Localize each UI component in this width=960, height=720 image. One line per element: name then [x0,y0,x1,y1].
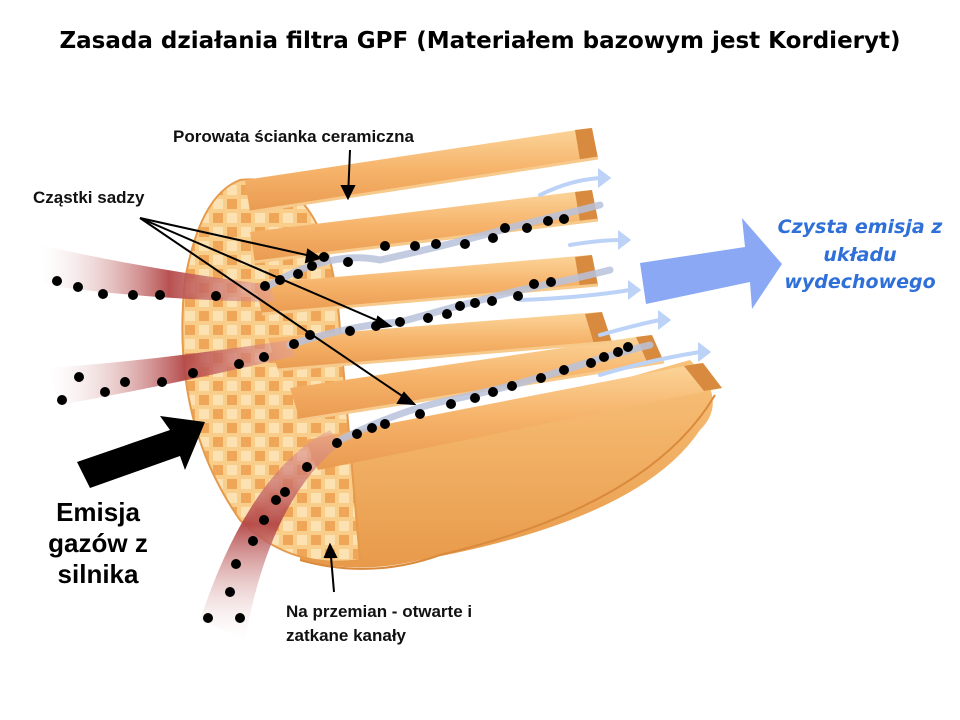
label-clean-line1: Czysta emisja z [777,216,943,238]
page-title: Zasada działania filtra GPF (Materiałem … [59,28,901,54]
label-channels: Na przemian - otwarte i zatkane kanały [286,600,546,648]
label-engine-line3: silnika [57,559,139,590]
filter-cylinder-body [300,360,713,568]
label-clean-line3: wydechowego [784,271,936,294]
soot-particles [52,214,633,623]
engine-emission-arrow [77,416,205,488]
label-clean-line2: układu [823,243,897,266]
label-engine-emission: Emisja gazów z silnika [28,497,168,591]
exhaust-streams [40,245,340,640]
label-channels-line1: Na przemian - otwarte i [286,602,473,621]
label-channels-line2: zatkane kanały [286,625,407,645]
label-porous-wall: Porowata ścianka ceramiczna [173,127,414,146]
clean-emission-arrow [640,218,782,309]
pointer-lines [139,149,417,593]
clean-flow-arrows [518,168,712,377]
filter-channels [245,128,722,470]
label-clean-emission: Czysta emisja z układu wydechowego [760,214,960,297]
label-engine-line1: Emisja [56,497,140,527]
label-soot-particles: Cząstki sadzy [33,188,145,207]
label-engine-line2: gazów z [48,528,148,559]
